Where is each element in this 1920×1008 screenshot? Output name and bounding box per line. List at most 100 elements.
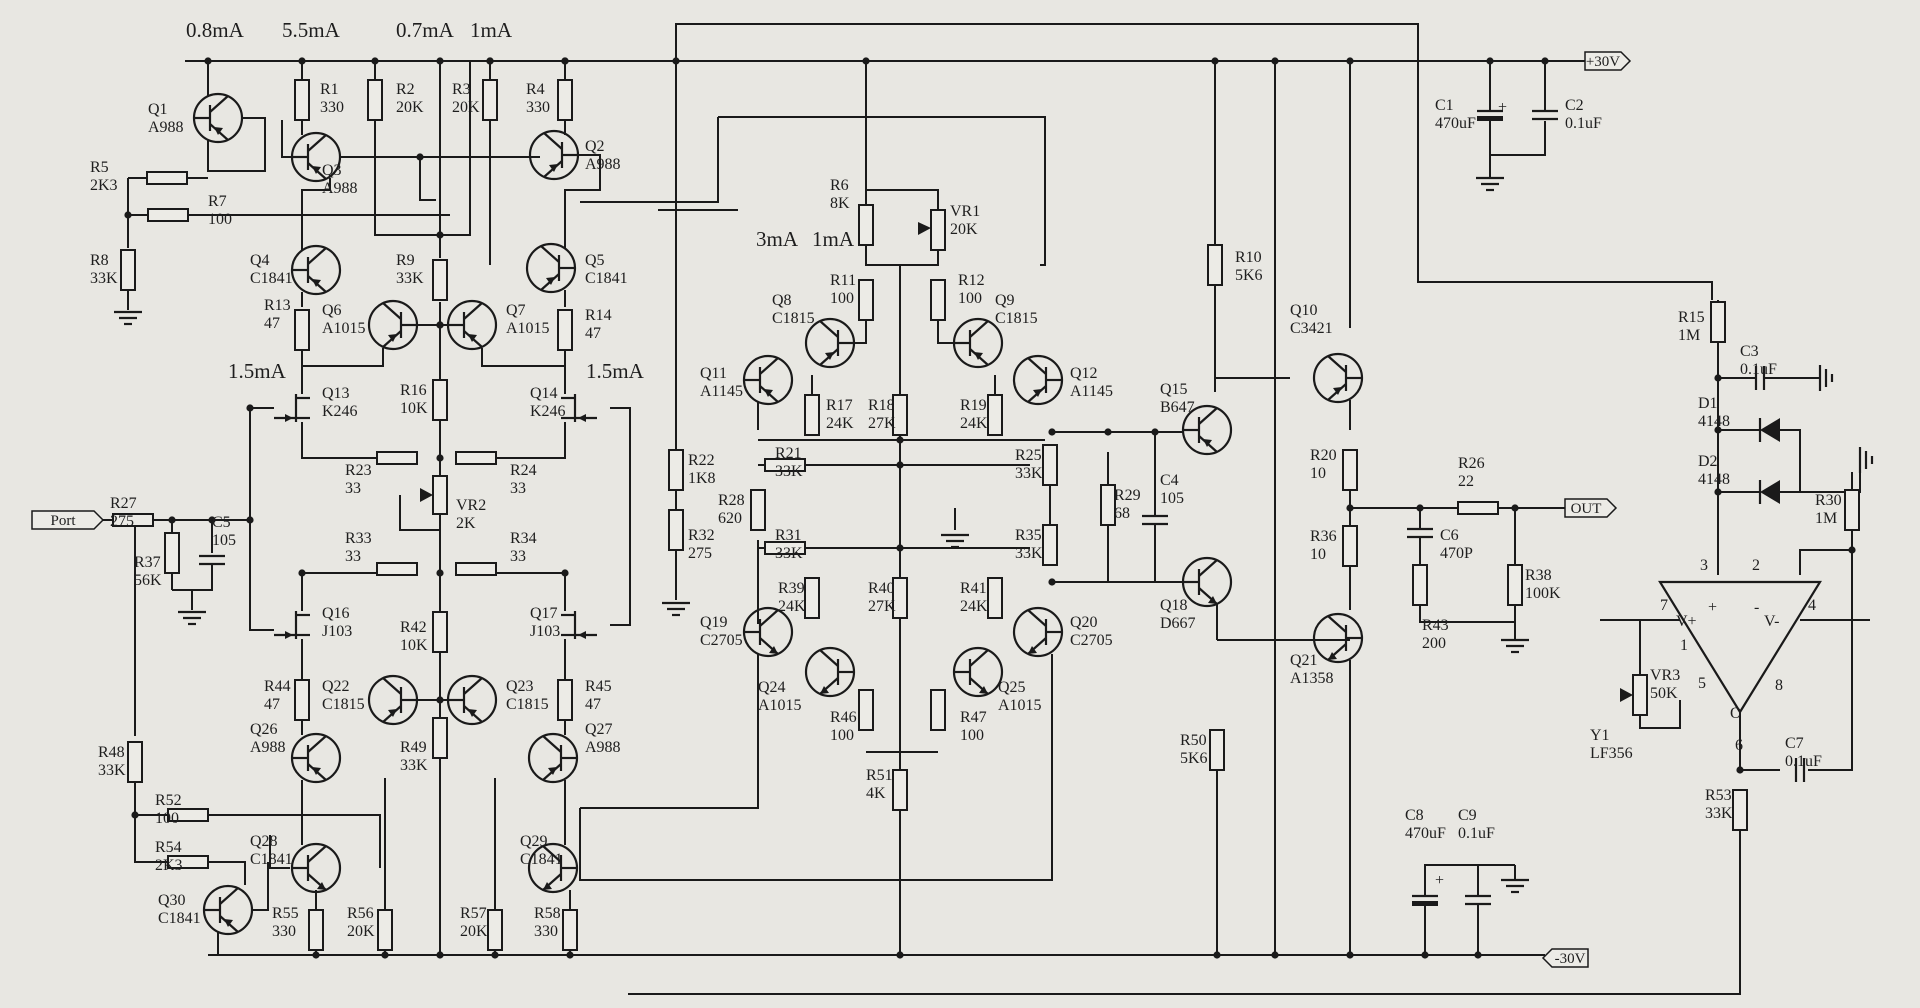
- junction-dot: [1104, 428, 1112, 436]
- c7-value-label: 0.1uF: [1785, 753, 1822, 770]
- q16-jfet: [274, 611, 310, 639]
- r19-resistor: [987, 394, 1003, 436]
- r23-value-label: 33: [345, 480, 361, 497]
- vr3-value-label: 50K: [1650, 685, 1678, 702]
- d2-name-label: D2: [1698, 453, 1718, 470]
- q23-transistor: [446, 674, 498, 726]
- r41-resistor: [987, 577, 1003, 619]
- junction-dot: [436, 57, 444, 65]
- q13-jfet: [274, 394, 310, 422]
- c3-name-label: C3: [1740, 343, 1759, 360]
- r27-value-label: 275: [110, 513, 134, 530]
- q1-transistor: [192, 92, 244, 144]
- q14-jfet: [561, 394, 597, 422]
- q8-value-label: C1815: [772, 310, 815, 327]
- r42-name-label: R42: [400, 619, 427, 636]
- r35-name-label: R35: [1015, 527, 1042, 544]
- r14-name-label: R14: [585, 307, 612, 324]
- ground-c1: [1476, 176, 1504, 192]
- r37-value-label: 56K: [134, 572, 162, 589]
- c8-polarity-mark: +: [1435, 872, 1444, 889]
- wire: [718, 116, 1046, 266]
- wire: [301, 422, 405, 459]
- r8-resistor: [120, 249, 136, 291]
- current-label-c-q3: 5.5mA: [282, 18, 341, 42]
- r36-value-label: 10: [1310, 546, 1326, 563]
- vr2-value-label: 2K: [456, 515, 476, 532]
- r39-value-label: 24K: [778, 598, 806, 615]
- r3-value-label: 20K: [452, 99, 480, 116]
- r20-resistor: [1342, 449, 1358, 491]
- r50-resistor: [1209, 729, 1225, 771]
- r6-resistor: [858, 204, 874, 246]
- q27-value-label: A988: [585, 739, 621, 756]
- vr3-name-label: VR3: [1650, 667, 1680, 684]
- r30-value-label: 1M: [1815, 510, 1837, 527]
- q14-value-label: K246: [530, 403, 566, 420]
- r27-resistor: [112, 513, 154, 527]
- opamp-pin-p-7: 7: [1660, 597, 1668, 614]
- q23-value-label: C1815: [506, 696, 549, 713]
- junction-dot: [131, 811, 139, 819]
- r33-value-label: 33: [345, 548, 361, 565]
- opamp-pin-p-2: 2: [1752, 557, 1760, 574]
- r11-name-label: R11: [830, 272, 856, 289]
- vr2-name-label: VR2: [456, 497, 486, 514]
- wire: [866, 189, 939, 210]
- q10-transistor: [1312, 352, 1364, 404]
- r22-resistor: [668, 449, 684, 491]
- junction-dot: [381, 951, 389, 959]
- r49-resistor: [432, 717, 448, 759]
- r58-resistor: [562, 909, 578, 951]
- current-label-c-q9: 1mA: [812, 227, 855, 251]
- r52-name-label: R52: [155, 792, 182, 809]
- wire: [374, 61, 471, 236]
- r1-resistor: [294, 79, 310, 121]
- r24-value-label: 33: [510, 480, 526, 497]
- junction-dot: [312, 951, 320, 959]
- c6-name-label: C6: [1440, 527, 1459, 544]
- d1-diode: [1758, 418, 1780, 442]
- r15-name-label: R15: [1678, 309, 1705, 326]
- c4-capacitor: [1142, 514, 1168, 526]
- opamp-pin-p-1: 1: [1680, 637, 1688, 654]
- r53-value-label: 33K: [1705, 805, 1733, 822]
- r36-resistor: [1342, 525, 1358, 567]
- d2-diode: [1758, 480, 1780, 504]
- c7-capacitor: [1794, 758, 1806, 782]
- r55-value-label: 330: [272, 923, 296, 940]
- r51-name-label: R51: [866, 767, 893, 784]
- q28-value-label: C1841: [250, 851, 293, 868]
- ground-c3: [1818, 365, 1834, 391]
- q30-name-label: Q30: [158, 892, 186, 909]
- q12-name-label: Q12: [1070, 365, 1098, 382]
- y1-value-label: LF356: [1590, 745, 1633, 762]
- junction-dot: [561, 569, 569, 577]
- q1-name-label: Q1: [148, 101, 168, 118]
- vr1-name-label: VR1: [950, 203, 980, 220]
- r28-name-label: R28: [718, 492, 745, 509]
- q11-value-label: A1145: [700, 383, 743, 400]
- r25-value-label: 33K: [1015, 465, 1043, 482]
- c3-value-label: 0.1uF: [1740, 361, 1777, 378]
- q9-value-label: C1815: [995, 310, 1038, 327]
- q25-transistor: [952, 646, 1004, 698]
- junction-dot: [672, 57, 680, 65]
- junction-dot: [436, 454, 444, 462]
- r32-name-label: R32: [688, 527, 715, 544]
- r56-resistor: [377, 909, 393, 951]
- r43-name-label: R43: [1422, 617, 1449, 634]
- opamp-pin-p-o: O: [1730, 705, 1742, 722]
- r55-name-label: R55: [272, 905, 299, 922]
- q2-name-label: Q2: [585, 138, 605, 155]
- r50-value-label: 5K6: [1180, 750, 1208, 767]
- junction-dot: [416, 153, 424, 161]
- wire: [580, 117, 719, 203]
- c6-value-label: 470P: [1440, 545, 1473, 562]
- r15-value-label: 1M: [1678, 327, 1700, 344]
- junction-dot: [1474, 951, 1482, 959]
- wire: [610, 407, 631, 512]
- c8-capacitor: [1412, 894, 1438, 906]
- ground-r8: [114, 310, 142, 326]
- junction-dot: [896, 436, 904, 444]
